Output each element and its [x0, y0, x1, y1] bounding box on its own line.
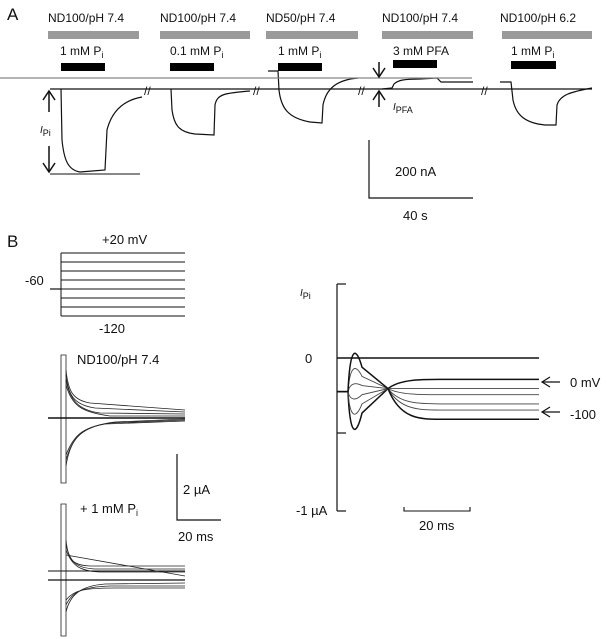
ytick-0: 0 — [305, 351, 312, 366]
solution-label: ND100/pH 7.4 — [160, 11, 236, 25]
scale-current-b: 2 µA — [183, 482, 210, 497]
scale-bar-a — [368, 140, 473, 199]
break-symbol-2: // — [253, 84, 260, 98]
trace--20mv — [337, 388, 539, 415]
trace--60mv — [337, 383, 539, 405]
agent-bar — [170, 63, 214, 71]
current-traces-control — [48, 354, 186, 484]
trace-0mv — [337, 378, 539, 431]
condition-5: ND100/pH 6.2 1 mM Pi — [500, 11, 592, 69]
scale-bar-b — [176, 454, 221, 521]
arrow-left-icon — [540, 376, 560, 388]
agent-label: 1 mM Pi — [278, 44, 321, 60]
holding-label: -60 — [25, 273, 44, 288]
solution-label: ND100/pH 7.4 — [382, 11, 458, 25]
solution-bar — [382, 31, 473, 39]
current-traces-pi — [48, 503, 186, 637]
trace1-label: ND100/pH 7.4 — [77, 352, 159, 367]
break-symbol-4: // — [481, 84, 488, 98]
panel-a-label: A — [7, 5, 19, 24]
trace-01mM-pi — [170, 88, 251, 136]
agent-label: 3 mM PFA — [393, 44, 449, 58]
arrow-up-icon — [372, 89, 386, 107]
svg-text://: // — [481, 84, 488, 98]
condition-3: ND50/pH 7.4 1 mM Pi — [266, 11, 358, 71]
solution-bar — [266, 31, 358, 39]
solution-bar — [502, 31, 592, 39]
svg-text://: // — [253, 84, 260, 98]
time-scale-bar — [403, 507, 471, 512]
solution-label: ND100/pH 6.2 — [500, 11, 576, 25]
arrow-down-icon — [42, 146, 56, 174]
scale-time-b: 20 ms — [178, 529, 214, 544]
series-label-0mv: 0 mV — [570, 375, 601, 390]
series-label-neg100: -100 — [570, 407, 596, 422]
protocol-bottom-label: -120 — [99, 321, 125, 336]
trace-pfa — [381, 77, 473, 90]
arrow-down-icon — [372, 62, 386, 79]
condition-1: ND100/pH 7.4 1 mM Pi — [48, 11, 139, 71]
protocol-top-label: +20 mV — [102, 232, 147, 247]
solution-bar — [160, 31, 250, 39]
agent-bar — [511, 61, 556, 69]
svg-text://: // — [358, 84, 365, 98]
agent-label: 1 mM Pi — [60, 44, 103, 60]
ytick-neg1: -1 µA — [296, 503, 328, 518]
trace--40mv — [337, 388, 539, 400]
break-symbol-1: // — [144, 84, 151, 98]
scale-current-a: 200 nA — [395, 164, 437, 179]
condition-2: ND100/pH 7.4 0.1 mM Pi — [160, 11, 250, 71]
solution-label: ND100/pH 7.4 — [48, 11, 124, 25]
svg-text://: // — [144, 84, 151, 98]
condition-4: ND100/pH 7.4 3 mM PFA — [382, 11, 473, 68]
trace-1mM-pi — [60, 88, 143, 173]
voltage-protocol — [50, 252, 185, 317]
scale-time-a: 40 s — [403, 208, 428, 223]
time-scale-label: 20 ms — [419, 518, 455, 533]
trace--100mv — [337, 352, 539, 420]
break-symbol-3: // — [358, 84, 365, 98]
solution-bar — [48, 31, 139, 39]
presteady-traces — [337, 352, 539, 431]
trace-ph62 — [500, 81, 593, 126]
solution-label: ND50/pH 7.4 — [266, 11, 336, 25]
panel-b-label: B — [7, 232, 18, 251]
ipi-label: IPi — [40, 125, 51, 138]
y-axis — [336, 283, 346, 512]
agent-bar — [61, 63, 105, 71]
arrow-left-icon — [540, 406, 560, 418]
arrow-up-icon — [42, 89, 56, 112]
trace2-label: + 1 mM Pi — [80, 501, 138, 518]
ipi-axis-label: IPi — [300, 288, 311, 301]
agent-label: 0.1 mM Pi — [170, 44, 223, 60]
trace-nd50 — [268, 70, 359, 124]
ipfa-label: IPFA — [393, 102, 413, 115]
agent-label: 1 mM Pi — [511, 44, 554, 60]
agent-bar — [393, 60, 437, 68]
agent-bar — [278, 63, 322, 71]
